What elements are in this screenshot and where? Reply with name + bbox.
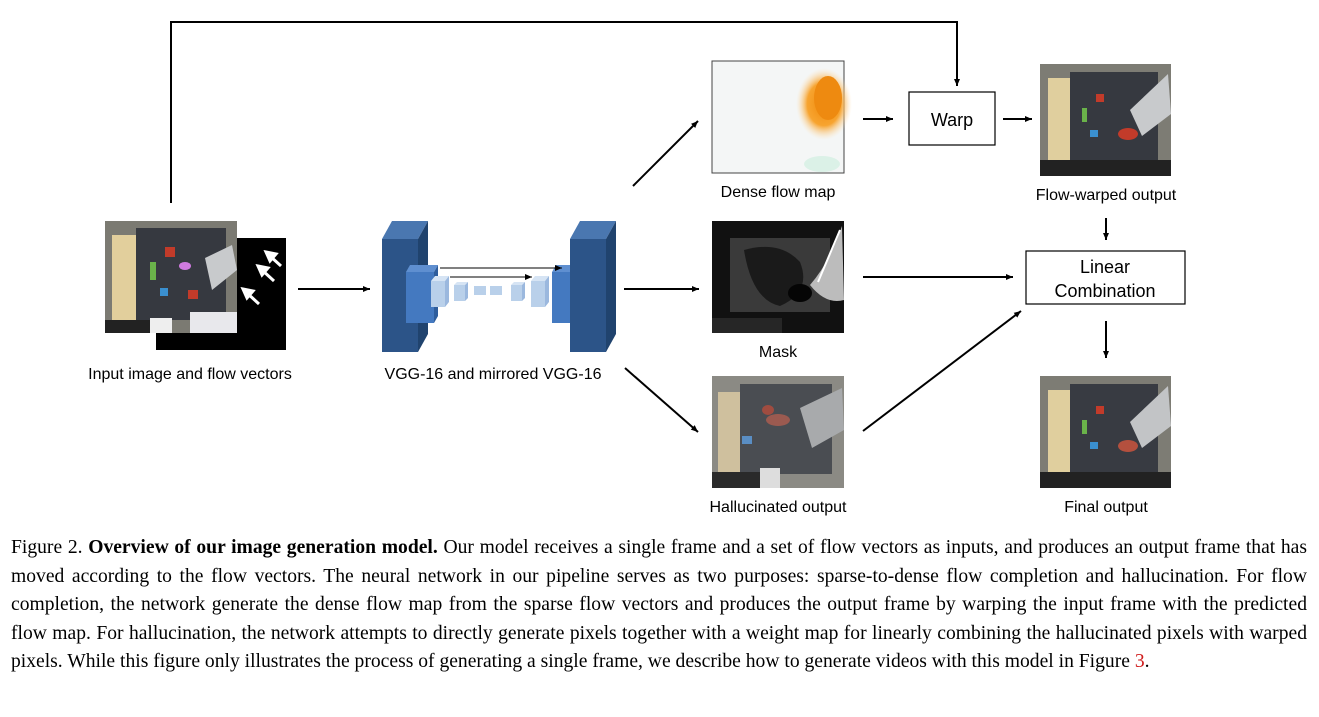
input-label: Input image and flow vectors: [88, 366, 292, 383]
caption-figure-reference[interactable]: 3: [1134, 651, 1145, 673]
network-label: VGG-16 and mirrored VGG-16: [385, 366, 602, 383]
dense-flow-map-image: [711, 60, 852, 174]
input-image-and-flow-vectors: [105, 221, 286, 350]
final-output-image: [1040, 376, 1171, 488]
arrow-network-to-hallucinated: [624, 367, 699, 433]
arrow-hallucinated-to-linear: [862, 310, 1022, 432]
caption-prefix: Figure 2.: [11, 537, 83, 558]
figure-caption: Figure 2. Overview of our image generati…: [11, 534, 1307, 677]
model-diagram: Warp Linear Combination: [88, 21, 1186, 516]
flow-warped-label: Flow-warped output: [1036, 187, 1177, 204]
linear-combination-box: Linear Combination: [1025, 250, 1186, 305]
vgg-network-icon: [382, 221, 616, 352]
arrow-network-to-dense-flow: [632, 120, 699, 187]
hallucinated-output-image: [712, 376, 844, 488]
flow-warped-output-image: [1040, 64, 1171, 176]
mask-image: [712, 221, 844, 333]
final-label: Final output: [1064, 499, 1148, 516]
skip-connection-to-warp: [170, 21, 960, 203]
hallucinated-label: Hallucinated output: [710, 499, 848, 516]
caption-title: Overview of our image generation model.: [88, 537, 438, 558]
caption-body: Our model receives a single frame and a …: [11, 537, 1308, 673]
warp-box: Warp: [908, 91, 996, 146]
dense-flow-label: Dense flow map: [721, 184, 836, 201]
flow-vector-arrows: [240, 249, 283, 306]
caption-end: .: [1144, 651, 1150, 673]
mask-label: Mask: [759, 344, 798, 361]
input-image-thumbnail: [105, 221, 237, 333]
linear-combination-label-line1: Linear: [1080, 257, 1130, 277]
linear-combination-label-line2: Combination: [1054, 281, 1155, 301]
warp-label: Warp: [931, 110, 973, 130]
